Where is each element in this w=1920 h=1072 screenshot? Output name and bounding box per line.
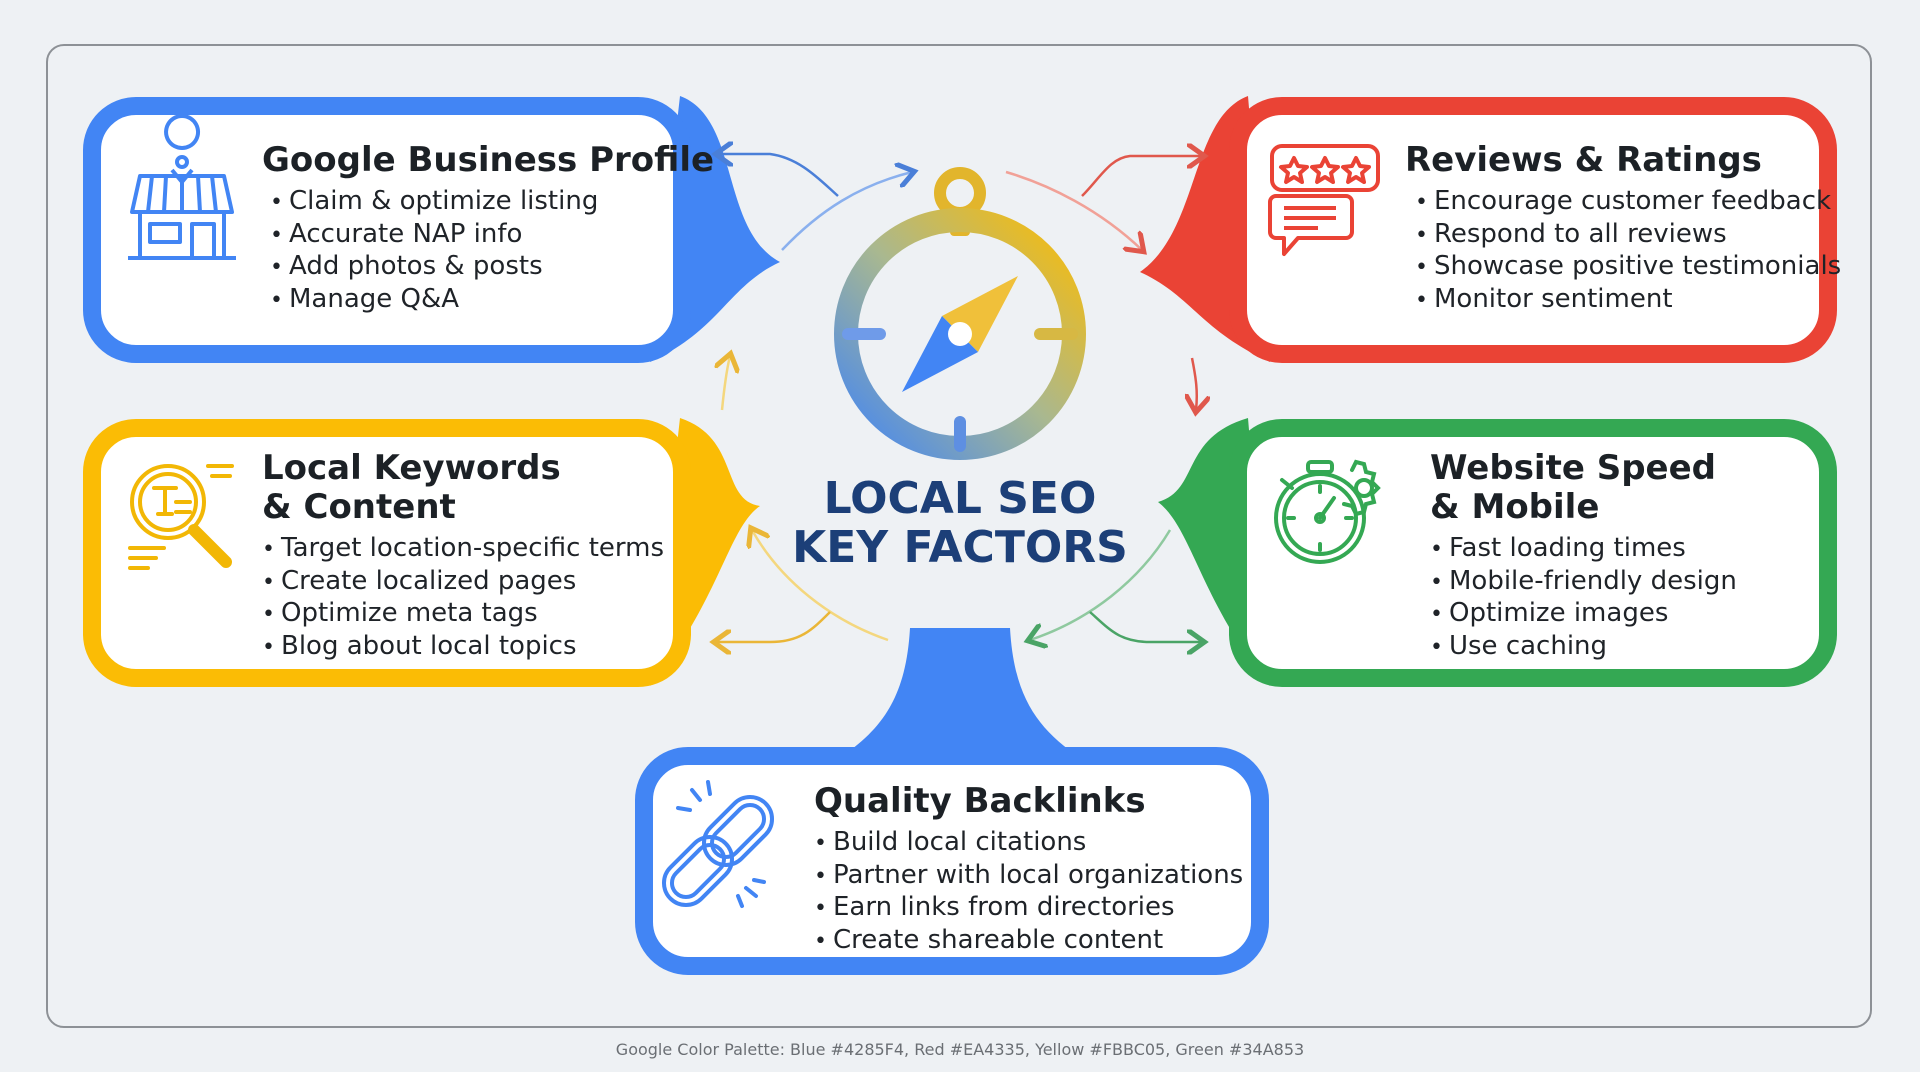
center-title-line2: KEY FACTORS — [792, 522, 1128, 573]
card-speed-title-line1: Website Speed — [1430, 448, 1717, 488]
list-item: Blog about local topics — [262, 631, 664, 664]
list-item: Optimize images — [1430, 598, 1737, 631]
stopwatch-gear-icon — [1274, 459, 1381, 564]
card-keywords-title: Local Keywords & Content — [262, 449, 664, 527]
list-item: Showcase positive testimonials — [1415, 251, 1841, 284]
connector-arrows — [716, 154, 1202, 642]
card-backlinks: Quality Backlinks Build local citations … — [814, 782, 1243, 957]
list-item: Encourage customer feedback — [1415, 186, 1841, 219]
card-reviews-title: Reviews & Ratings — [1405, 140, 1762, 180]
footer-note: Google Color Palette: Blue #4285F4, Red … — [615, 1040, 1305, 1059]
card-keywords-list: Target location-specific terms Create lo… — [262, 533, 664, 663]
card-speed-list: Fast loading times Mobile-friendly desig… — [1430, 533, 1737, 663]
chain-link-icon — [661, 780, 775, 908]
list-item: Target location-specific terms — [262, 533, 664, 566]
card-keywords-title-line2: & Content — [262, 487, 456, 527]
center-title: LOCAL SEO KEY FACTORS — [760, 474, 1160, 572]
card-backlinks-title: Quality Backlinks — [814, 781, 1146, 821]
list-item: Earn links from directories — [814, 892, 1243, 925]
list-item: Create localized pages — [262, 566, 664, 599]
text-magnifier-icon — [128, 464, 234, 570]
card-keywords: Local Keywords & Content Target location… — [262, 449, 664, 663]
card-reviews: Reviews & Ratings Encourage customer fee… — [1405, 141, 1841, 316]
card-gbp: Google Business Profile Claim & optimize… — [262, 141, 714, 316]
list-item: Build local citations — [814, 827, 1243, 860]
list-item: Accurate NAP info — [270, 219, 714, 252]
card-speed: Website Speed & Mobile Fast loading time… — [1430, 449, 1737, 663]
card-speed-title-line2: & Mobile — [1430, 487, 1600, 527]
diagram-frame — [46, 44, 1872, 1028]
compass-icon — [834, 167, 1086, 460]
center-title-line1: LOCAL SEO — [823, 473, 1097, 524]
card-reviews-list: Encourage customer feedback Respond to a… — [1415, 186, 1841, 316]
list-item: Monitor sentiment — [1415, 284, 1841, 317]
list-item: Partner with local organizations — [814, 860, 1243, 893]
review-stars-chat-icon — [1268, 144, 1380, 256]
card-gbp-list: Claim & optimize listing Accurate NAP in… — [270, 186, 714, 316]
list-item: Optimize meta tags — [262, 598, 664, 631]
card-backlinks-list: Build local citations Partner with local… — [814, 827, 1243, 957]
list-item: Respond to all reviews — [1415, 219, 1841, 252]
list-item: Create shareable content — [814, 925, 1243, 958]
card-gbp-title: Google Business Profile — [262, 140, 715, 180]
list-item: Mobile-friendly design — [1430, 566, 1737, 599]
list-item: Fast loading times — [1430, 533, 1737, 566]
list-item: Add photos & posts — [270, 251, 714, 284]
list-item: Manage Q&A — [270, 284, 714, 317]
list-item: Use caching — [1430, 631, 1737, 664]
card-speed-title: Website Speed & Mobile — [1430, 449, 1737, 527]
card-keywords-title-line1: Local Keywords — [262, 448, 561, 488]
list-item: Claim & optimize listing — [270, 186, 714, 219]
storefront-location-icon — [128, 114, 236, 260]
